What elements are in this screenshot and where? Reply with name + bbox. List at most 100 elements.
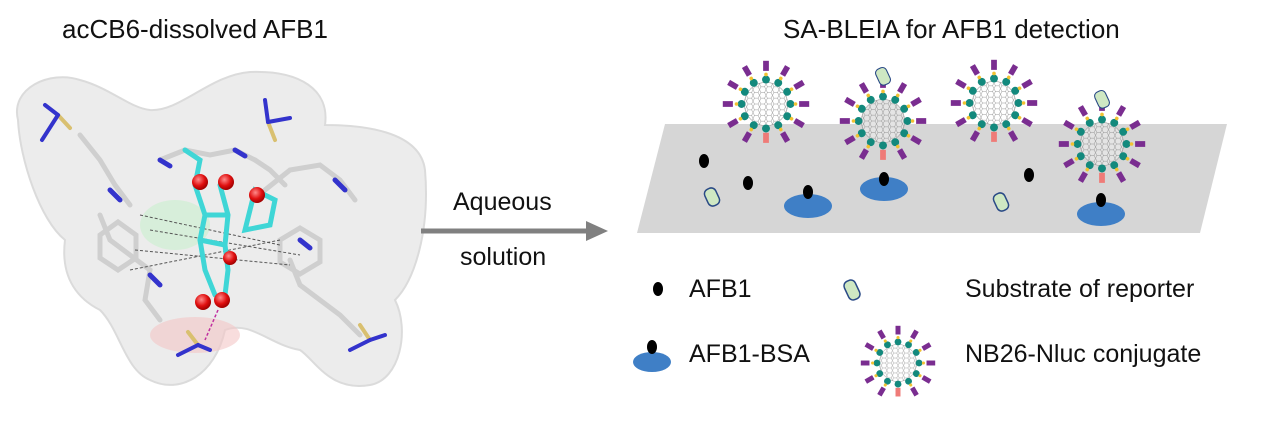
legend-label-substrate: Substrate of reporter [965,275,1195,303]
nb26-nluc-conjugate [860,325,936,397]
nb26-nanobody [968,86,977,95]
afb1-binding-tag [991,131,997,142]
nb26-nanobody [1011,111,1020,120]
nluc-reporter [799,101,810,107]
nluc-reporter [1063,158,1075,169]
nb26-nanobody [891,95,900,104]
nb26-nanobody [876,370,884,377]
nb26-nanobody [1076,152,1085,161]
conjugate-icon [860,325,936,397]
legend-label-afb1: AFB1 [689,275,752,303]
nluc-reporter [844,96,856,107]
nluc-reporter [926,360,936,366]
nluc-reporter [877,329,886,340]
afb1-molecule [743,176,753,190]
nluc-reporter [1116,105,1127,117]
nluc-reporter [741,65,752,77]
nluc-reporter [921,342,932,351]
nb26-nanobody [783,87,792,96]
nluc-reporter [897,148,908,160]
substrate-molecule [875,66,891,86]
nluc-reporter [1021,117,1033,128]
nb26-nanobody [783,112,792,121]
nluc-reporter [910,96,922,107]
afb1-binding-tag [1099,172,1105,183]
nb26-nanobody [1002,77,1011,86]
nluc-reporter [895,325,901,335]
nluc-reporter [910,329,919,340]
nb26-nanobody [965,99,974,107]
afb1-binding-tag [880,149,886,160]
nluc-reporter [741,131,752,143]
nb26-nanobody [1122,140,1131,148]
nb26-nanobody [1076,127,1085,136]
nb26-nluc-conjugate [722,60,810,143]
molecular-surface [15,70,427,387]
nb26-nanobody [1085,161,1094,170]
molecular-model [15,70,427,387]
nb26-nanobody [915,359,923,367]
right-panel-title: SA-BLEIA for AFB1 detection [783,14,1120,44]
bsa-protein [1077,202,1125,226]
nluc-reporter [793,118,805,129]
nb26-nanobody [900,129,909,138]
nluc-reporter [1135,141,1146,147]
nluc-reporter [793,79,805,90]
arrow-label-top: Aqueous [453,188,552,216]
nb26-nanobody [879,92,887,101]
afb1-molecule [699,154,709,168]
nb26-nanobody [866,95,875,104]
nluc-reporter [1077,105,1088,117]
nluc-reporter [1129,119,1141,130]
nb26-nanobody [1098,115,1106,124]
nluc-reporter [727,118,739,129]
nb26-nluc-conjugate [1058,89,1146,183]
bsa-protein [860,177,908,201]
afb1-bsa-group [784,172,1125,226]
nb26-nanobody [762,75,770,84]
nluc-reporter [864,375,875,384]
oxygen-atom [249,187,265,203]
legend-label-afb1-bsa: AFB1-BSA [689,340,810,368]
nluc-reporter [858,148,869,160]
legend [633,279,936,397]
conjugates-group [722,59,1146,183]
afb1-binding-tag [763,132,769,143]
nb26-nanobody [1110,161,1119,170]
bsa-protein [784,194,832,218]
nluc-reporter [727,79,739,90]
nluc-reporter [1027,100,1038,106]
nb26-nanobody [905,341,912,349]
afb1-molecule [879,172,889,186]
nb26-nanobody [774,121,783,130]
nb26-nanobody [1119,127,1128,136]
oxygen-atom [218,174,234,190]
afb1-icon [653,282,663,296]
nluc-reporter [780,131,791,143]
nluc-reporter [763,60,769,71]
nb26-nanobody [891,138,900,147]
nb26-nanobody [968,111,977,120]
nb26-nanobody [905,377,912,385]
afb1-bsa-icon [633,340,671,372]
nluc-reporter [780,65,791,77]
arrow-label-bottom: solution [460,243,547,271]
nluc-reporter [916,118,927,124]
nb26-nanobody [977,77,986,86]
nluc-reporter [910,386,919,397]
nb26-nanobody [884,341,891,349]
nluc-reporter [897,82,908,94]
nb26-nanobody [737,100,746,108]
nluc-reporter [1021,78,1033,89]
nb26-nanobody [866,138,875,147]
nb26-nanobody [903,117,912,125]
reaction-arrow [421,221,608,241]
nb26-nanobody [912,349,920,356]
nluc-reporter [1077,171,1088,183]
left-panel-title: acCB6-dissolved AFB1 [62,14,328,44]
nluc-reporter [969,64,980,76]
assay-plate [637,124,1227,233]
afb1-molecule [1024,168,1034,182]
nluc-reporter [955,117,967,128]
